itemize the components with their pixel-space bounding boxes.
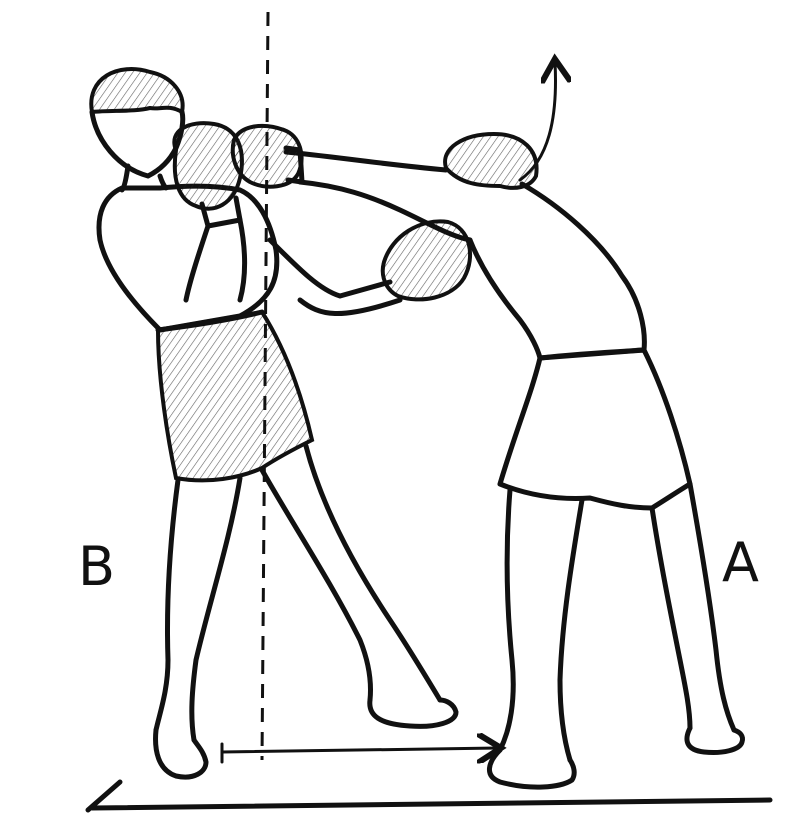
fighter-a-jab-glove (230, 123, 304, 189)
fighter-a-back-foot (684, 725, 745, 755)
fighter-a-chest (467, 237, 543, 361)
fighter-b-label: B (78, 535, 116, 598)
footwork-arrow (220, 748, 498, 752)
fighter-b-hair (89, 67, 185, 116)
fighter-a-jab-cuff (283, 145, 305, 185)
fighter-b-back-leg (153, 475, 243, 743)
fighter-b-punching-arm (267, 237, 403, 317)
fighter-b-torso (96, 183, 280, 333)
fighter-b-guard-arm (183, 217, 247, 303)
fighter-b-waistband (155, 309, 265, 333)
fighter-b-face (89, 109, 186, 179)
fighter-b-front-foot (367, 697, 459, 729)
fighter-b-back-foot (153, 727, 209, 780)
fighter-b-guard-cuff (199, 195, 243, 229)
fighter-a-front-leg (497, 487, 585, 763)
fighter-a-head (443, 131, 539, 190)
fighter-b-front-leg (259, 443, 443, 703)
fighter-a-front-foot (487, 747, 577, 790)
fighter-a-waistband (537, 347, 647, 361)
fighter-a-shorts (497, 347, 693, 511)
fighter-a-label: A (722, 531, 759, 594)
fighter-a-back (519, 181, 647, 353)
fighter-b-guard-glove (172, 121, 244, 211)
fighter-b-punching-glove (380, 219, 473, 302)
fighter-b-shorts (155, 309, 315, 483)
floor-line (85, 779, 773, 813)
fighter-a (230, 123, 745, 790)
fighter-b (89, 67, 473, 780)
fighter-a-back-leg (649, 481, 737, 733)
